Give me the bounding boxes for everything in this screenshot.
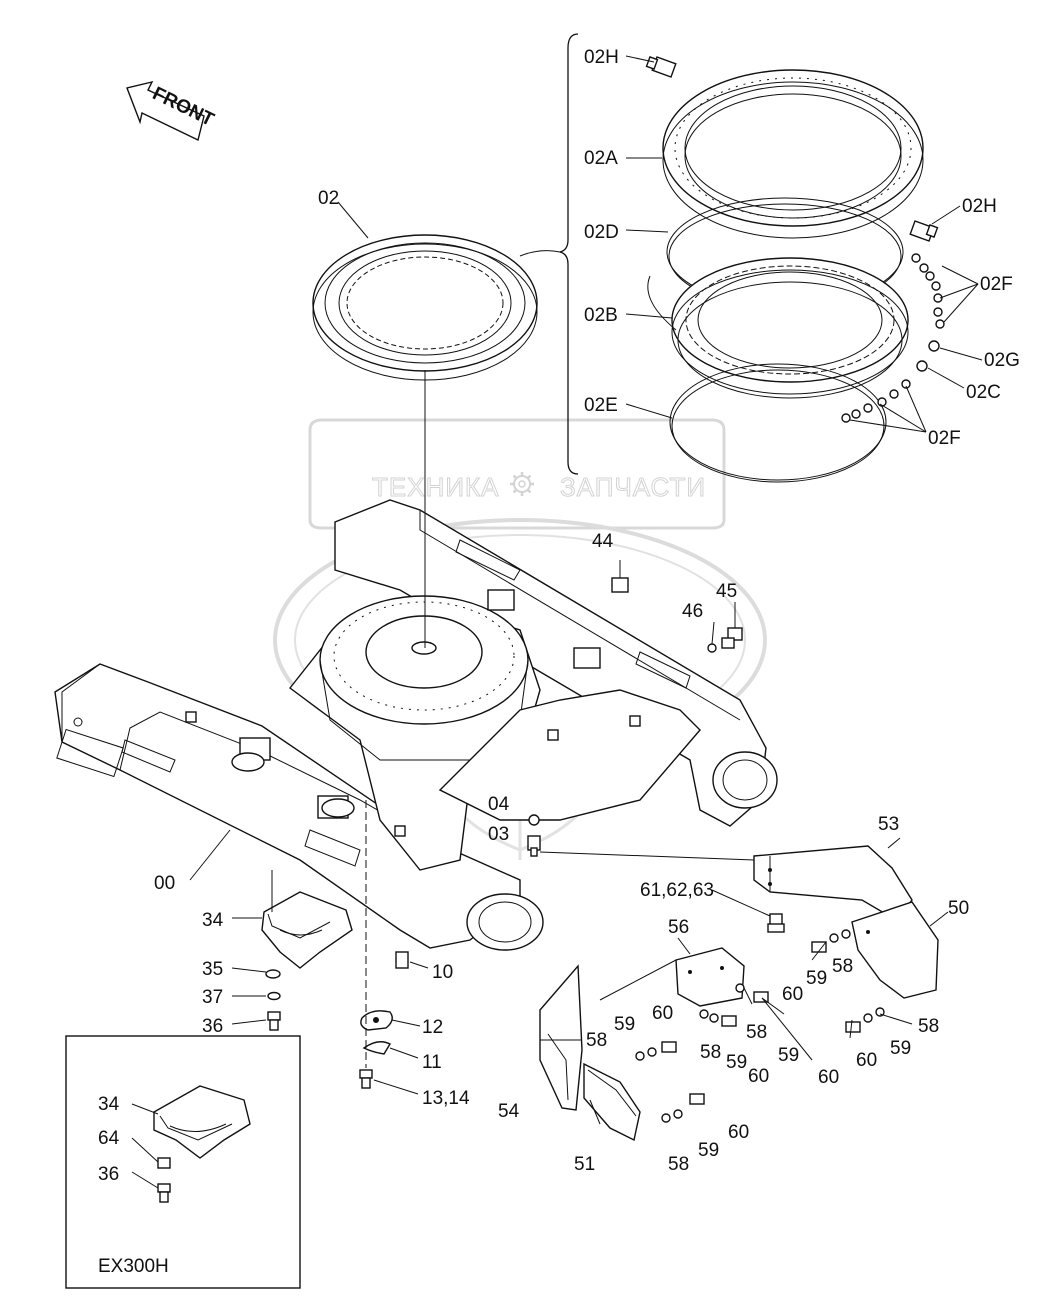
label-02G: 02G (984, 350, 1020, 371)
label-59-center-left: 59 (726, 1052, 747, 1073)
watermark-left: ТЕХНИКА (372, 472, 500, 502)
label-45: 45 (716, 581, 737, 602)
bolt-set-left (635, 1041, 677, 1061)
label-02B: 02B (584, 305, 618, 326)
label-60-lower: 60 (728, 1122, 749, 1143)
label-56: 56 (668, 917, 689, 938)
label-00: 00 (154, 873, 175, 894)
label-51: 51 (574, 1154, 595, 1175)
washer-04 (528, 814, 540, 826)
label-64: 64 (98, 1128, 120, 1149)
label-58-mid: 58 (586, 1030, 607, 1051)
bolt-36-inset (157, 1183, 171, 1203)
label-58-right: 58 (832, 956, 853, 977)
bolt-36 (267, 1011, 281, 1031)
label-02F-lower: 02F (928, 428, 961, 449)
label-59-lower: 59 (698, 1140, 719, 1161)
label-53: 53 (878, 814, 899, 835)
label-59-right: 59 (806, 968, 827, 989)
label-02C: 02C (966, 382, 1001, 403)
label-58-center: 58 (746, 1022, 767, 1043)
guard-53 (753, 845, 913, 921)
label-60-right: 60 (782, 984, 803, 1005)
label-34: 34 (202, 910, 224, 931)
label-60-center-right: 60 (818, 1067, 839, 1088)
label-60-mid-top: 60 (652, 1003, 673, 1024)
label-58-lower: 58 (668, 1154, 689, 1175)
track-frame-00 (54, 499, 778, 951)
bolt-45 (721, 627, 743, 649)
bolt-13-14 (359, 1069, 373, 1089)
bolt-03 (527, 835, 541, 857)
bolt-61-62-63 (767, 913, 785, 933)
label-02F-upper: 02F (980, 274, 1013, 295)
label-54: 54 (498, 1101, 520, 1122)
leader-lines (337, 55, 983, 1061)
label-58-far-right: 58 (918, 1016, 939, 1037)
plug-02G (928, 340, 940, 352)
label-58-center-left: 58 (700, 1042, 721, 1063)
label-03: 03 (488, 824, 509, 845)
label-60-center: 60 (748, 1066, 769, 1087)
guard-54 (539, 964, 583, 1111)
label-61-62-63: 61,62,63 (640, 880, 714, 901)
label-37: 37 (202, 987, 223, 1008)
label-02H-right: 02H (962, 196, 997, 217)
label-60-far-right: 60 (856, 1050, 877, 1071)
label-35: 35 (202, 959, 223, 980)
label-02E: 02E (584, 395, 618, 416)
plate-56 (675, 947, 745, 1007)
label-50: 50 (948, 898, 969, 919)
label-59-mid-top: 59 (614, 1014, 635, 1035)
gear-icon (510, 472, 534, 496)
label-36-inset: 36 (98, 1164, 119, 1185)
front-arrow-icon: FRONT (126, 80, 217, 142)
guard-50 (851, 901, 939, 999)
label-02D: 02D (584, 222, 619, 243)
bolt-set-far-right (845, 1007, 885, 1033)
plug-10 (395, 951, 409, 969)
inset-box (65, 1035, 301, 1289)
grease-fitting-02H-top (645, 56, 677, 78)
label-02H-top: 02H (584, 47, 619, 68)
callout-labels: 02H 02A 02H 02D 02F 02B 02G 02C 02E 02F … (98, 47, 1020, 1277)
swing-bearing-02 (312, 234, 538, 381)
watermark-right: ЗАПЧАСТИ (560, 472, 706, 502)
bracket-leader (519, 250, 561, 257)
spacer-64 (157, 1157, 171, 1169)
grease-fitting-02H-right (909, 220, 939, 242)
label-04: 04 (488, 794, 510, 815)
label-44: 44 (592, 531, 614, 552)
clip-11 (362, 1041, 391, 1055)
label-13-14: 13,14 (422, 1088, 470, 1109)
bolt-set-lower (661, 1093, 705, 1123)
washer-37 (267, 991, 281, 1001)
group-bracket (559, 33, 579, 475)
label-11: 11 (422, 1052, 442, 1073)
label-10: 10 (432, 962, 453, 983)
bracket-44 (611, 577, 629, 593)
washer-46 (707, 643, 717, 653)
bolt-set-right (811, 929, 851, 953)
label-36: 36 (202, 1016, 223, 1037)
outer-race-02A (662, 69, 924, 239)
label-12: 12 (422, 1017, 443, 1038)
label-34-inset: 34 (98, 1094, 120, 1115)
washer-35 (265, 969, 281, 979)
balls-02F (841, 253, 945, 423)
label-46: 46 (682, 601, 703, 622)
label-02A: 02A (584, 148, 618, 169)
label-59-far-right: 59 (890, 1038, 911, 1059)
undercover-34 (261, 891, 353, 969)
guard-51 (583, 1062, 641, 1142)
undercover-34-inset (153, 1085, 251, 1159)
label-02: 02 (318, 188, 339, 209)
seal-02E (669, 363, 887, 481)
label-59-center: 59 (778, 1045, 799, 1066)
pin-02C (916, 360, 928, 372)
inset-model-label: EX300H (98, 1256, 169, 1277)
bolt-set-middle (699, 983, 769, 1027)
inner-race-02B (671, 257, 909, 399)
